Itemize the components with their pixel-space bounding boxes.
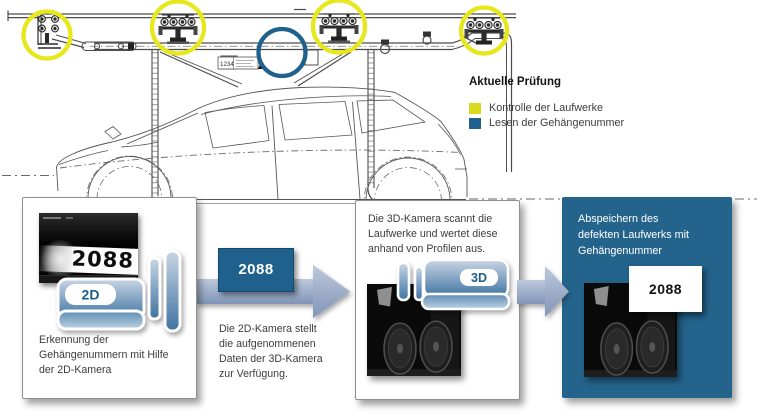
camera-2d-icon: 2D [56,249,182,333]
step-3d-scan-card: Die 3D-Kamera scannt die Laufwerke und w… [355,200,520,400]
hanger-number-tag: 2088 [218,248,294,292]
step1-caption: Erkennung der Gehängenummern mit Hilfe d… [39,334,169,376]
photo-2d-capture: 2088 [39,213,138,283]
scanned-roller-wheels [600,320,669,376]
yellow-swatch [469,103,481,114]
step-2d-detection-card: 2088 2D Erkennung der Gehängenummern mit… [22,197,197,399]
legend-item-label: Lesen der Gehängenummer [489,116,625,129]
legend: Aktuelle Prüfung Kontrolle der Laufwerke… [469,76,624,132]
highlight-circle-yellow-4 [458,5,510,56]
highlight-circles [21,0,510,79]
highlight-circle-yellow-2 [149,0,207,56]
legend-item-label: Kontrolle der Laufwerke [489,102,604,114]
legend-title: Aktuelle Prüfung [469,76,562,88]
trolley-4 [464,17,504,45]
photo-osd-text [43,217,61,219]
step2-caption: Die 3D-Kamera scannt die Laufwerke und w… [368,213,498,255]
photo-osd-text [66,217,73,219]
highlight-circle-yellow-1 [21,9,73,61]
legend-item-laufwerke: Kontrolle der Laufwerke [469,103,624,114]
highlight-circle-blue [256,26,308,79]
result-number-card: 2088 [629,266,702,312]
step3-caption: Abspeichern des defekten Laufwerks mit G… [578,213,690,257]
highlight-circle-yellow-3 [310,0,368,55]
scanned-roller-wheels [383,320,453,375]
blue-swatch [469,117,481,129]
carrier-frame [51,31,513,206]
trolley-1 [37,13,61,49]
legend-item-gehaengenummer: Lesen der Gehängenummer [469,116,625,129]
camera-2d-label: 2D [82,287,100,303]
overhead-rail [7,8,516,21]
flow-arrow-2 [517,266,569,317]
part-label: 1234 [220,61,234,68]
step-save-result-card: Abspeichern des defekten Laufwerks mit G… [562,197,732,398]
trolley-3 [319,13,359,43]
transfer-caption: Die 2D-Kamera stellt die aufgenommenen D… [219,323,323,380]
camera-3d-icon: 3D [396,258,511,311]
part-label-box: 1234 [217,56,263,70]
trolley-2 [158,14,198,44]
camera-3d-label: 3D [471,271,487,285]
